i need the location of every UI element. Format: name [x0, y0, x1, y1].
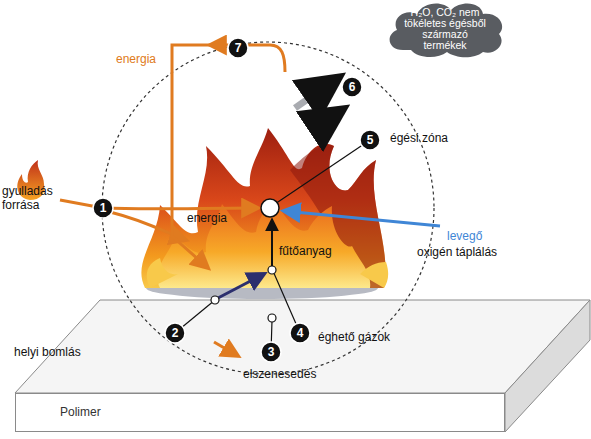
air-arrow [284, 211, 440, 226]
slab-side [505, 300, 590, 432]
annotation-label: levegő [447, 229, 482, 243]
polymer-slab: Polimer [15, 393, 505, 432]
callout-number: 7 [228, 40, 248, 56]
callout-number: 4 [290, 325, 310, 341]
product-arrow [295, 78, 338, 108]
char-arrow [214, 342, 238, 356]
node-text: Polimer [60, 405, 101, 419]
energy-arrow-head [210, 44, 222, 47]
callout-number: 3 [261, 344, 281, 360]
annotation-label: gyulladás forrása [2, 184, 64, 212]
callout-number: 6 [342, 79, 362, 95]
point-marker [211, 296, 219, 304]
energy-feedback-arrow [172, 45, 285, 268]
annotation-label: energia [116, 52, 156, 66]
leader-line [272, 140, 370, 206]
energy-arrow [110, 212, 186, 240]
cloud-outline [390, 4, 503, 58]
annotation-label: helyi bomlás [14, 345, 81, 359]
annotation-label: fűtőanyag [279, 244, 332, 258]
fuel-arrow [271, 220, 273, 266]
callout-discs [93, 38, 380, 362]
node-text: H₂O, CO₂ nem tökéletes égésből származó … [401, 7, 489, 51]
combustion-point [261, 199, 279, 217]
callout-number: 2 [165, 325, 185, 341]
slab-top [15, 300, 590, 393]
point-marker [268, 314, 276, 322]
annotation-label: oxigén táplálás [417, 245, 497, 259]
annotation-label: elszenesedés [243, 367, 316, 381]
cycle-circle [102, 42, 434, 374]
cloud-node: H₂O, CO₂ nem tökéletes égésből származó … [383, 0, 507, 58]
callout-number: 5 [360, 132, 380, 148]
annotation-label: éghető gázok [318, 330, 390, 344]
point-marker [268, 266, 276, 274]
flame-tongues [147, 258, 388, 288]
product-arrow [312, 110, 342, 130]
annotation-label: égési zóna [390, 131, 448, 145]
annotation-label: energia [187, 211, 227, 225]
decomposition-arrow [218, 274, 264, 298]
callout-number: 1 [93, 200, 113, 216]
energy-arrow [103, 207, 258, 211]
